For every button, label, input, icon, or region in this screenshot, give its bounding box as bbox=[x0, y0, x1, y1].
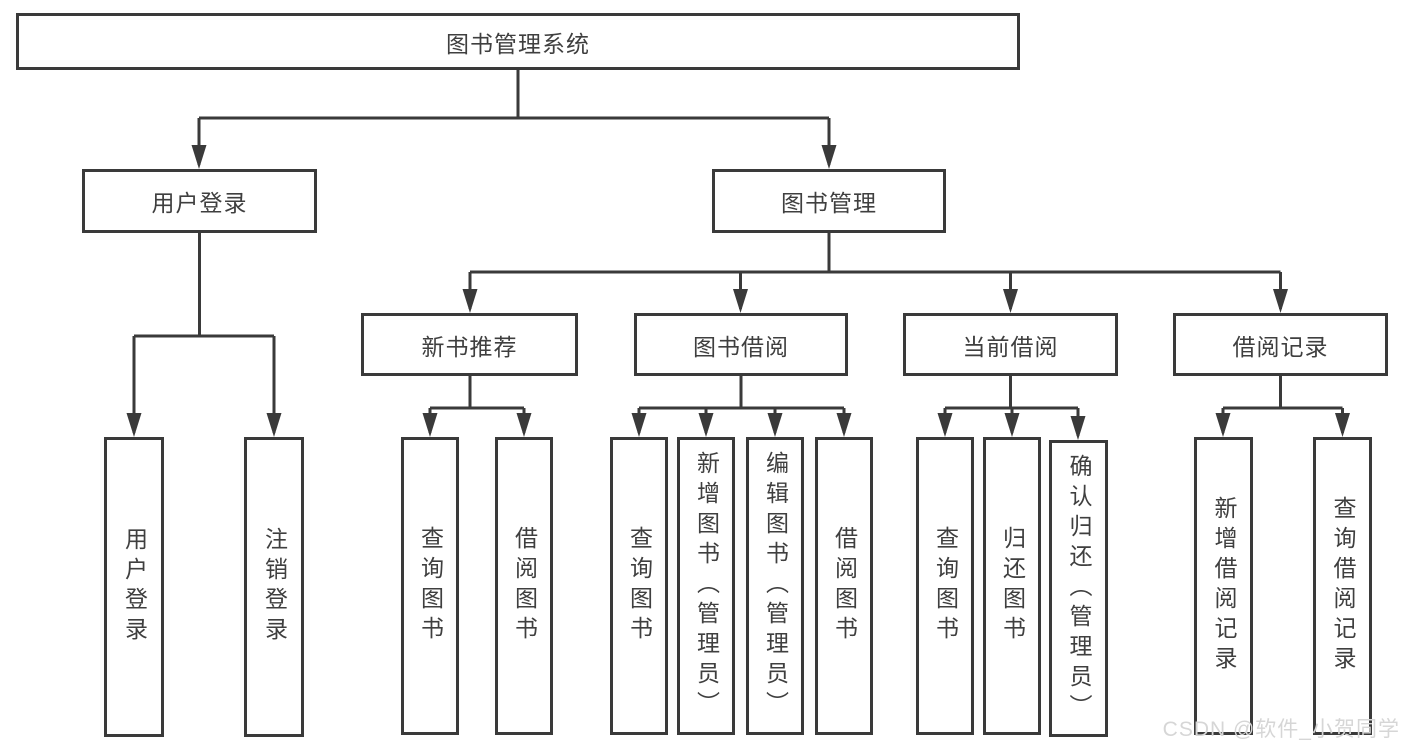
leaf-edit-book-admin: 编辑图书（管理员） bbox=[746, 437, 804, 735]
leaf-return-books-label: 归还图书 bbox=[999, 526, 1026, 646]
leaf-confirm-return-admin-label: 确认归还（管理员） bbox=[1066, 453, 1092, 724]
connector-root-to-level2 bbox=[197, 70, 831, 165]
leaf-return-books: 归还图书 bbox=[983, 437, 1041, 735]
leaf-newbook-borrow-books: 借阅图书 bbox=[495, 437, 553, 735]
leaf-add-book-admin: 新增图书（管理员） bbox=[677, 437, 735, 735]
connector-user-login-to-leaves bbox=[132, 233, 276, 433]
leaf-edit-book-admin-label: 编辑图书（管理员） bbox=[762, 451, 789, 721]
leaf-add-borrow-record: 新增借阅记录 bbox=[1194, 437, 1253, 735]
csdn-watermark: CSDN @软件_小贺同学 bbox=[1162, 718, 1400, 741]
node-book-borrow-label: 图书借阅 bbox=[693, 333, 789, 360]
connector-book-mgmt-to-level3 bbox=[468, 233, 1282, 309]
leaf-logout-label: 注销登录 bbox=[261, 527, 288, 647]
node-new-book-recommend-label: 新书推荐 bbox=[421, 333, 518, 360]
connector-borrow-to-leaves bbox=[637, 376, 846, 433]
leaf-query-borrow-record: 查询借阅记录 bbox=[1313, 437, 1372, 735]
connector-new-book-to-leaves bbox=[428, 376, 526, 433]
leaf-newbook-borrow-books-label: 借阅图书 bbox=[511, 526, 538, 646]
leaf-current-query-books: 查询图书 bbox=[916, 437, 974, 735]
leaf-logout: 注销登录 bbox=[244, 437, 304, 737]
leaf-newbook-query-books: 查询图书 bbox=[401, 437, 459, 735]
leaf-user-login-label: 用户登录 bbox=[121, 527, 148, 647]
leaf-confirm-return-admin: 确认归还（管理员） bbox=[1049, 440, 1108, 737]
node-user-login: 用户登录 bbox=[82, 169, 317, 233]
node-user-login-label: 用户登录 bbox=[151, 190, 248, 216]
node-book-management-label: 图书管理 bbox=[781, 190, 877, 216]
node-book-borrow: 图书借阅 bbox=[634, 313, 848, 376]
leaf-borrow-query-books: 查询图书 bbox=[610, 437, 668, 735]
arrowheads bbox=[126, 145, 1350, 440]
node-book-management: 图书管理 bbox=[712, 169, 946, 233]
node-new-book-recommend: 新书推荐 bbox=[361, 313, 578, 376]
connector-record-to-leaves bbox=[1221, 376, 1344, 433]
leaf-add-borrow-record-label: 新增借阅记录 bbox=[1211, 496, 1237, 676]
leaf-add-book-admin-label: 新增图书（管理员） bbox=[693, 451, 720, 721]
leaf-current-query-books-label: 查询图书 bbox=[932, 526, 959, 646]
node-borrow-record: 借阅记录 bbox=[1173, 313, 1388, 376]
node-current-borrow-label: 当前借阅 bbox=[962, 333, 1059, 360]
node-current-borrow: 当前借阅 bbox=[903, 313, 1118, 376]
leaf-user-login: 用户登录 bbox=[104, 437, 164, 737]
leaf-borrow-query-books-label: 查询图书 bbox=[626, 526, 653, 646]
leaf-borrow-borrow-books: 借阅图书 bbox=[815, 437, 873, 735]
leaf-newbook-query-books-label: 查询图书 bbox=[417, 526, 444, 646]
leaf-borrow-borrow-books-label: 借阅图书 bbox=[831, 526, 858, 646]
leaf-query-borrow-record-label: 查询借阅记录 bbox=[1330, 496, 1356, 676]
node-root-label: 图书管理系统 bbox=[446, 30, 590, 57]
node-root-system: 图书管理系统 bbox=[16, 13, 1020, 70]
node-borrow-record-label: 借阅记录 bbox=[1232, 333, 1329, 360]
